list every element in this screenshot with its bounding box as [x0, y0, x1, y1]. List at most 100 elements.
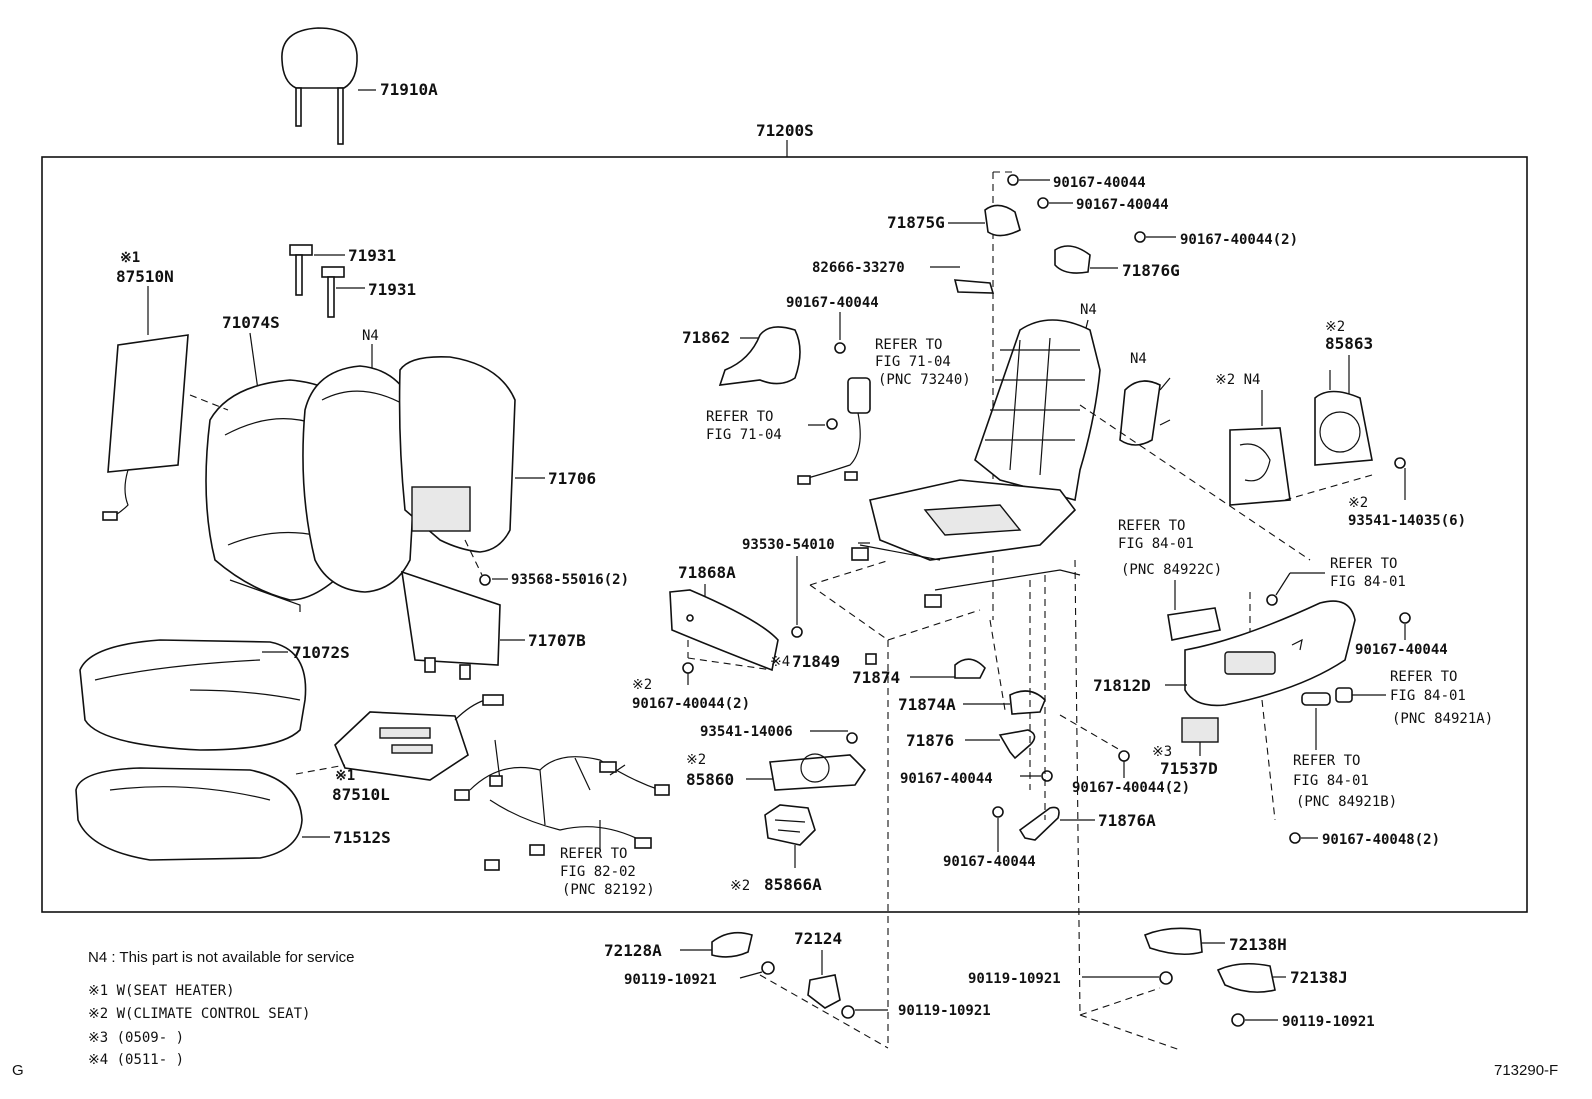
label-93541-35[interactable]: 93541-14035(6): [1348, 513, 1466, 529]
cover-71868A-part[interactable]: [669, 589, 779, 672]
label-87510N[interactable]: 87510N: [116, 267, 174, 286]
label-90119-a[interactable]: 90119-10921: [624, 972, 717, 988]
bolt-90167-862[interactable]: [834, 342, 846, 354]
label-85863[interactable]: 85863: [1325, 334, 1373, 353]
cover-71874A-part[interactable]: [1009, 690, 1046, 715]
screw-93541-35[interactable]: [1394, 457, 1406, 469]
screw-90119-b[interactable]: [841, 1005, 855, 1019]
seat-cushion-pad-part[interactable]: [75, 767, 303, 861]
clip-71849-part[interactable]: [865, 653, 877, 665]
label-93541-06[interactable]: 93541-14006: [700, 724, 793, 740]
lever-71876A-part[interactable]: [1018, 806, 1060, 841]
screw-8401b[interactable]: [1266, 594, 1278, 606]
screw-90119-d[interactable]: [1231, 1013, 1245, 1027]
label-71200S[interactable]: 71200S: [756, 121, 814, 140]
cover-71862-part[interactable]: [718, 326, 801, 386]
bolt-90167-48[interactable]: [1289, 832, 1301, 844]
label-71874[interactable]: 71874: [852, 668, 900, 687]
screw-90119-a[interactable]: [761, 961, 775, 975]
knob-84921A-part[interactable]: [1335, 687, 1353, 703]
label-71706[interactable]: 71706: [548, 469, 596, 488]
label-90167-top1[interactable]: 90167-40044: [1053, 175, 1146, 191]
sensor-85866A-part[interactable]: [764, 804, 816, 846]
label-72138H[interactable]: 72138H: [1229, 935, 1287, 954]
blower-85860-part[interactable]: [769, 753, 867, 791]
guide-71931-b[interactable]: [321, 266, 345, 318]
label-71868A[interactable]: 71868A: [678, 563, 736, 582]
label-71931-a[interactable]: 71931: [348, 246, 396, 265]
screw-90119-c[interactable]: [1159, 971, 1173, 985]
label-90119-c[interactable]: 90119-10921: [968, 971, 1061, 987]
label-90119-b[interactable]: 90119-10921: [898, 1003, 991, 1019]
label-90167-bot[interactable]: 90167-40044: [943, 854, 1036, 870]
label-90167-mid2[interactable]: 90167-40044(2): [1072, 780, 1190, 796]
headrest-part[interactable]: [281, 27, 358, 145]
label-90119-d[interactable]: 90119-10921: [1282, 1014, 1375, 1030]
seat-back-pad-part[interactable]: [302, 365, 419, 593]
wire-harness-part[interactable]: [454, 739, 670, 871]
label-90167-2[interactable]: 90167-40044(2): [632, 696, 750, 712]
label-71707B[interactable]: 71707B: [528, 631, 586, 650]
blower-85863a-part[interactable]: [1229, 427, 1291, 506]
side-shield-71812D-part[interactable]: [1184, 600, 1356, 707]
cover-71876G-part[interactable]: [1054, 245, 1091, 274]
cover-72124-part[interactable]: [807, 974, 841, 1009]
seat-heater-cushion-part[interactable]: [334, 694, 504, 781]
label-71910A[interactable]: 71910A: [380, 80, 438, 99]
label-71537D[interactable]: 71537D: [1160, 759, 1218, 778]
label-87510L[interactable]: 87510L: [332, 785, 390, 804]
bolt-90167-bot[interactable]: [992, 806, 1004, 818]
back-board-part[interactable]: [401, 570, 501, 680]
knob-84921B-part[interactable]: [1301, 692, 1331, 706]
label-71874A[interactable]: 71874A: [898, 695, 956, 714]
label-71072S[interactable]: 71072S: [292, 643, 350, 662]
cover-71875G-part[interactable]: [984, 204, 1021, 237]
seat-frame-part[interactable]: [851, 319, 1101, 608]
switch-84922C-part[interactable]: [1167, 607, 1221, 641]
cover-72128A-part[interactable]: [711, 931, 753, 958]
label-85866A[interactable]: 85866A: [764, 875, 822, 894]
screw-90167-2[interactable]: [682, 662, 694, 674]
lever-71876-part[interactable]: [998, 729, 1036, 760]
label-93530[interactable]: 93530-54010: [742, 537, 835, 553]
label-72138J[interactable]: 72138J: [1290, 968, 1348, 987]
side-airbag-part[interactable]: [1119, 377, 1171, 446]
label-71931-b[interactable]: 71931: [368, 280, 416, 299]
label-72128A[interactable]: 72128A: [604, 941, 662, 960]
label-71074S[interactable]: 71074S: [222, 313, 280, 332]
label-90167-top3[interactable]: 90167-40044(2): [1180, 232, 1298, 248]
label-72124[interactable]: 72124: [794, 929, 842, 948]
label-90167-812[interactable]: 90167-40044: [1355, 642, 1448, 658]
label-71876[interactable]: 71876: [906, 731, 954, 750]
label-90167-48[interactable]: 90167-40048(2): [1322, 832, 1440, 848]
label-71876A[interactable]: 71876A: [1098, 811, 1156, 830]
label-90167-top2[interactable]: 90167-40044: [1076, 197, 1169, 213]
bolt-90167-top2[interactable]: [1037, 197, 1049, 209]
label-71512S[interactable]: 71512S: [333, 828, 391, 847]
label-90167-862[interactable]: 90167-40044: [786, 295, 879, 311]
cover-72138H-part[interactable]: [1143, 927, 1203, 956]
seat-cushion-cover-part[interactable]: [79, 639, 307, 751]
screw-93541-06[interactable]: [846, 732, 858, 744]
bracket-82666-part[interactable]: [953, 279, 995, 294]
bolt-90167-812[interactable]: [1399, 612, 1411, 624]
label-90167-876[interactable]: 90167-40044: [900, 771, 993, 787]
bolt-90167-mid2[interactable]: [1118, 750, 1130, 762]
guide-71931-a[interactable]: [289, 244, 313, 296]
bolt-90167-876[interactable]: [1041, 770, 1053, 782]
label-82666[interactable]: 82666-33270: [812, 260, 905, 276]
label-plate-71537D-part[interactable]: [1181, 717, 1219, 743]
label-71876G[interactable]: 71876G: [1122, 261, 1180, 280]
bolt-90167-top3[interactable]: [1134, 231, 1146, 243]
label-93568[interactable]: 93568-55016(2): [511, 572, 629, 588]
seat-belt-buckle-part[interactable]: [797, 377, 871, 485]
screw-93568-part[interactable]: [479, 574, 491, 586]
blower-85863-part[interactable]: [1314, 370, 1373, 466]
label-71875G[interactable]: 71875G: [887, 213, 945, 232]
label-71849[interactable]: 71849: [792, 652, 840, 671]
label-85860[interactable]: 85860: [686, 770, 734, 789]
seat-back-frame-cover-part[interactable]: [398, 355, 516, 553]
cover-72138J-part[interactable]: [1216, 962, 1276, 993]
cover-71874-part[interactable]: [954, 658, 986, 679]
bolt-90167-top1[interactable]: [1007, 174, 1019, 186]
